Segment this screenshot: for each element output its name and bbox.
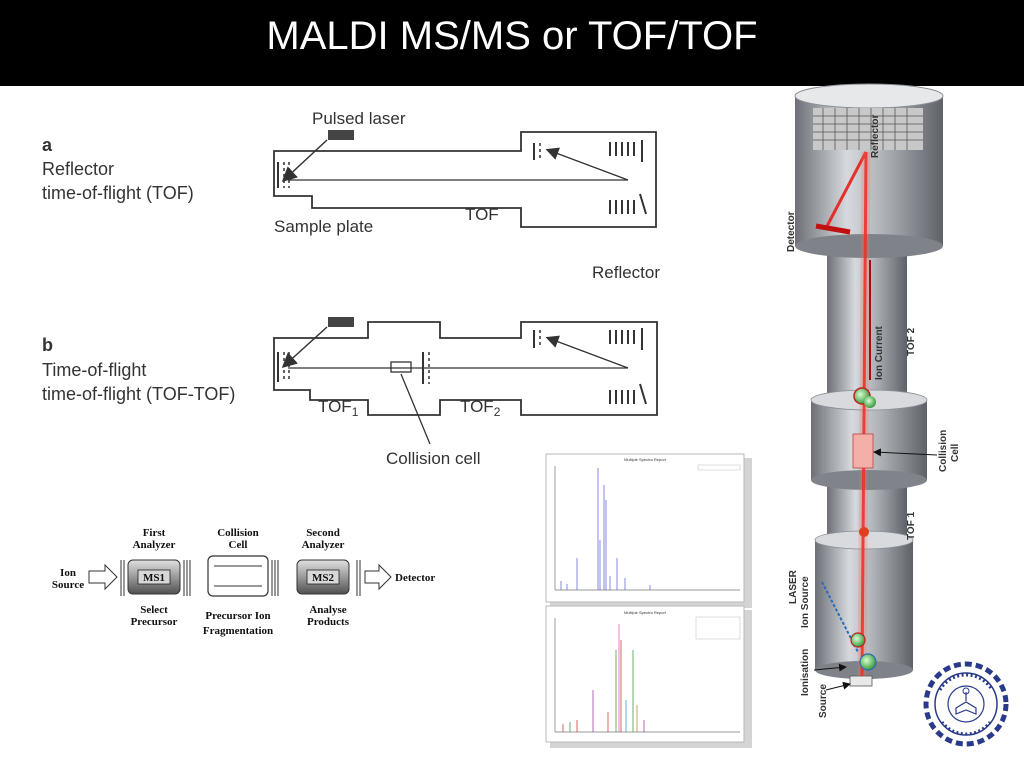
- panel-b: b Time-of-flight time-of-flight (TOF-TOF…: [42, 317, 658, 468]
- slide-title: MALDI MS/MS or TOF/TOF: [266, 14, 758, 58]
- tof2-label: TOF2: [460, 397, 501, 419]
- ionisation-arrow: [813, 663, 847, 672]
- detector-label: Detector: [395, 572, 435, 584]
- instrument-detector-label: Detector: [786, 211, 797, 252]
- instrument-tof1-label: TOF 1: [906, 511, 917, 540]
- collision-cell-leader: [400, 373, 431, 445]
- panel-b-letter: b: [42, 335, 53, 355]
- spectrum-report-2: Multiple Spectra Report: [545, 605, 752, 748]
- collision-cell-block: [207, 555, 269, 597]
- book-icon: [955, 701, 977, 715]
- ion-cluster-lower: [850, 632, 866, 648]
- instrument-laser-bottom: Ion Source: [800, 576, 811, 628]
- detector-arrow-icon: [364, 563, 392, 591]
- detector-element: [815, 223, 851, 235]
- ion-beam: [824, 151, 868, 677]
- panel-a-title-line2: time-of-flight (TOF): [42, 183, 194, 203]
- collision-cell-core: [852, 433, 874, 469]
- select-precursor-top: Select: [140, 604, 168, 616]
- reflector-a-lenses: [609, 142, 635, 214]
- reflected-path-b: [545, 335, 629, 369]
- spectrum-report-1-title: Multiple Spectra Report: [624, 457, 667, 462]
- ion-source-label-top: Ion: [60, 567, 76, 579]
- instrument-reflector-label: Reflector: [870, 115, 881, 158]
- reflector-label: Reflector: [592, 263, 660, 282]
- first-analyzer-label-bottom: Analyzer: [133, 539, 176, 551]
- pulsed-laser-label: Pulsed laser: [312, 109, 406, 128]
- title-bar: [0, 0, 1024, 86]
- tof-tof-outline: [273, 321, 658, 416]
- instrument-collision-top: Collision: [938, 430, 949, 472]
- analyse-products-top: Analyse: [309, 604, 346, 616]
- laser-arrow: [281, 139, 328, 183]
- reflector-tof-outline: [273, 131, 657, 228]
- tof-tof-instrument: Reflector Detector TOF 2 Ion Current Col…: [786, 83, 961, 718]
- sample-target: [849, 675, 873, 687]
- collision-cell-label-top: Collision: [217, 527, 259, 539]
- pulsed-laser-box: [328, 130, 354, 140]
- collision-cell-label-bottom: Cell: [229, 539, 248, 551]
- panel-b-title-line2: time-of-flight (TOF-TOF): [42, 384, 235, 404]
- source-arrow-icon: [88, 563, 118, 591]
- collision-cell-arrow: [873, 448, 938, 457]
- ms1-label: MS1: [143, 572, 165, 584]
- panel-b-title-line1: Time-of-flight: [42, 360, 146, 380]
- instrument-laser-top: LASER: [788, 569, 799, 604]
- instrument-tof2-label: TOF 2: [906, 327, 917, 356]
- analyse-products-bottom: Products: [307, 616, 350, 628]
- panel-a-title-line1: Reflector: [42, 159, 114, 179]
- tandem-ms-schematic: First Analyzer Collision Cell Second Ana…: [52, 527, 436, 637]
- spectrum-report-2-title: Multiple Spectra Report: [624, 610, 667, 615]
- second-analyzer-label-top: Second: [306, 527, 340, 539]
- source-arrow: [825, 681, 851, 691]
- collision-cell-label: Collision cell: [386, 449, 480, 468]
- ms2-label: MS2: [312, 572, 335, 584]
- reflector-b-lenses: [609, 330, 635, 404]
- fragmentation-bottom: Fragmentation: [203, 625, 273, 637]
- spectrum-report-1: Multiple Spectra Report: [545, 453, 752, 608]
- instrument-source-label: Source: [818, 684, 829, 718]
- institute-logo: [923, 661, 1009, 747]
- ion-source-label-bottom: Source: [52, 579, 84, 591]
- separator-lines-1: [120, 560, 361, 596]
- tof-label: TOF: [465, 205, 499, 224]
- pulsed-laser-box-b: [328, 317, 354, 327]
- reflected-path-a: [545, 147, 629, 181]
- tof1-label: TOF1: [318, 397, 359, 419]
- sample-plate-label: Sample plate: [274, 217, 373, 236]
- second-analyzer-label-bottom: Analyzer: [302, 539, 345, 551]
- collision-cell-box: [390, 361, 412, 373]
- first-analyzer-label-top: First: [143, 527, 166, 539]
- instrument-ionisation-label: Ionisation: [800, 649, 811, 696]
- instrument-ion-current-label: Ion Current: [874, 325, 885, 380]
- select-precursor-bottom: Precursor: [131, 616, 178, 628]
- instrument-collision-bottom: Cell: [950, 443, 961, 462]
- fragmentation-top: Precursor Ion: [205, 610, 270, 622]
- panel-a: a Reflector time-of-flight (TOF) Pulsed …: [42, 109, 660, 282]
- laser-arrow-b: [281, 326, 328, 369]
- panel-a-letter: a: [42, 135, 53, 155]
- reflector-grid: [813, 108, 923, 150]
